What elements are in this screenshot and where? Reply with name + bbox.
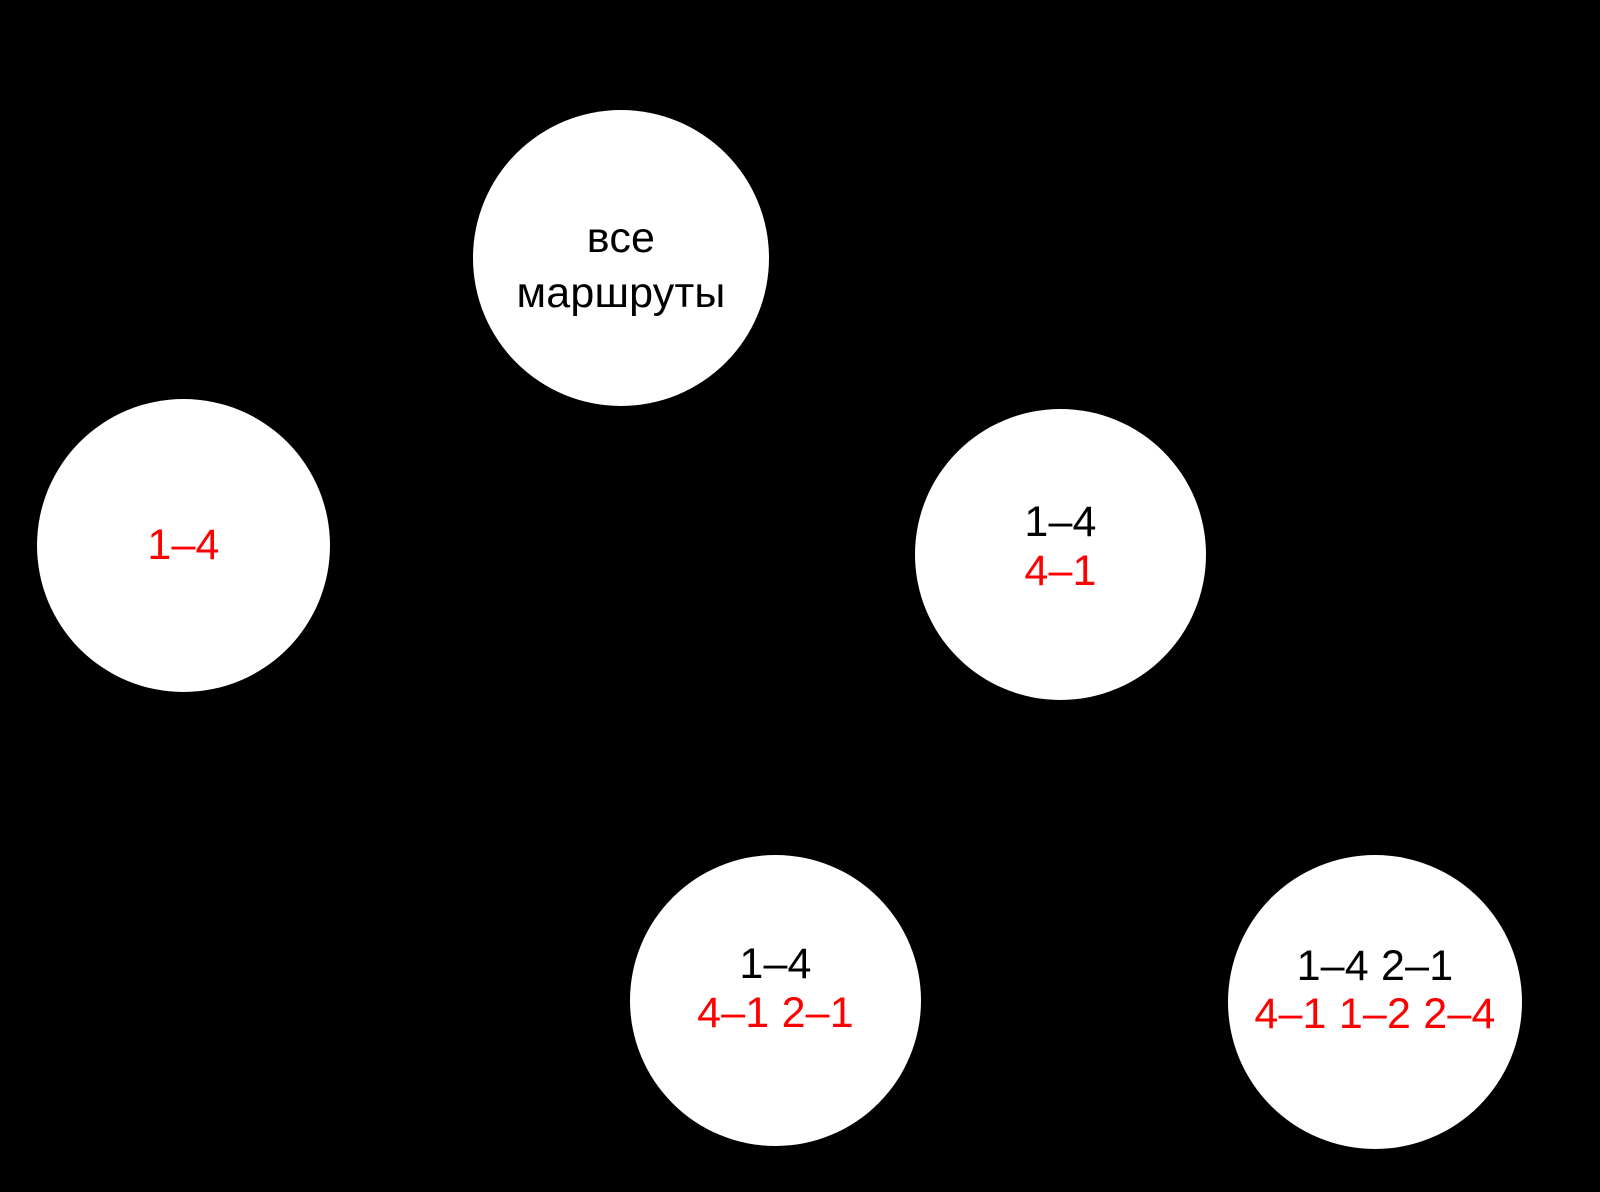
node-all-routes-line-1: все [586,213,656,262]
node-set-1-4[interactable]: 1–4 [37,399,330,692]
node-set-1-4-4-1-2-1-text: 1–4 4–1 2–1 [697,940,854,1036]
node-set-1-4-4-1-2-1-line-2: 4–1 2–1 [697,988,854,1037]
node-all-routes-line-2: маршруты [516,269,726,317]
node-set-1-4-2-1-4-1-1-2-2-4-line-2: 4–1 1–2 2–4 [1254,990,1496,1038]
node-set-1-4-text: 1–4 [147,521,219,569]
node-set-1-4-4-1-2-1-line-1: 1–4 [739,940,812,989]
node-set-1-4-line-1: 1–4 [147,521,220,570]
node-set-1-4-2-1-4-1-1-2-2-4-text: 1–4 2–1 4–1 1–2 2–4 [1254,942,1495,1038]
node-set-1-4-4-1-text: 1–4 4–1 [1024,498,1096,594]
node-set-1-4-4-1-line-1: 1–4 [1024,498,1097,547]
node-all-routes[interactable]: все маршруты [473,110,769,406]
node-set-1-4-2-1-4-1-1-2-2-4[interactable]: 1–4 2–1 4–1 1–2 2–4 [1228,855,1522,1149]
node-set-1-4-4-1[interactable]: 1–4 4–1 [915,409,1206,700]
node-set-1-4-4-1-line-2: 4–1 [1024,546,1097,595]
node-set-1-4-2-1-4-1-1-2-2-4-line-1: 1–4 2–1 [1296,941,1454,990]
node-set-1-4-4-1-2-1[interactable]: 1–4 4–1 2–1 [630,855,921,1146]
node-all-routes-text: все маршруты [516,211,725,321]
